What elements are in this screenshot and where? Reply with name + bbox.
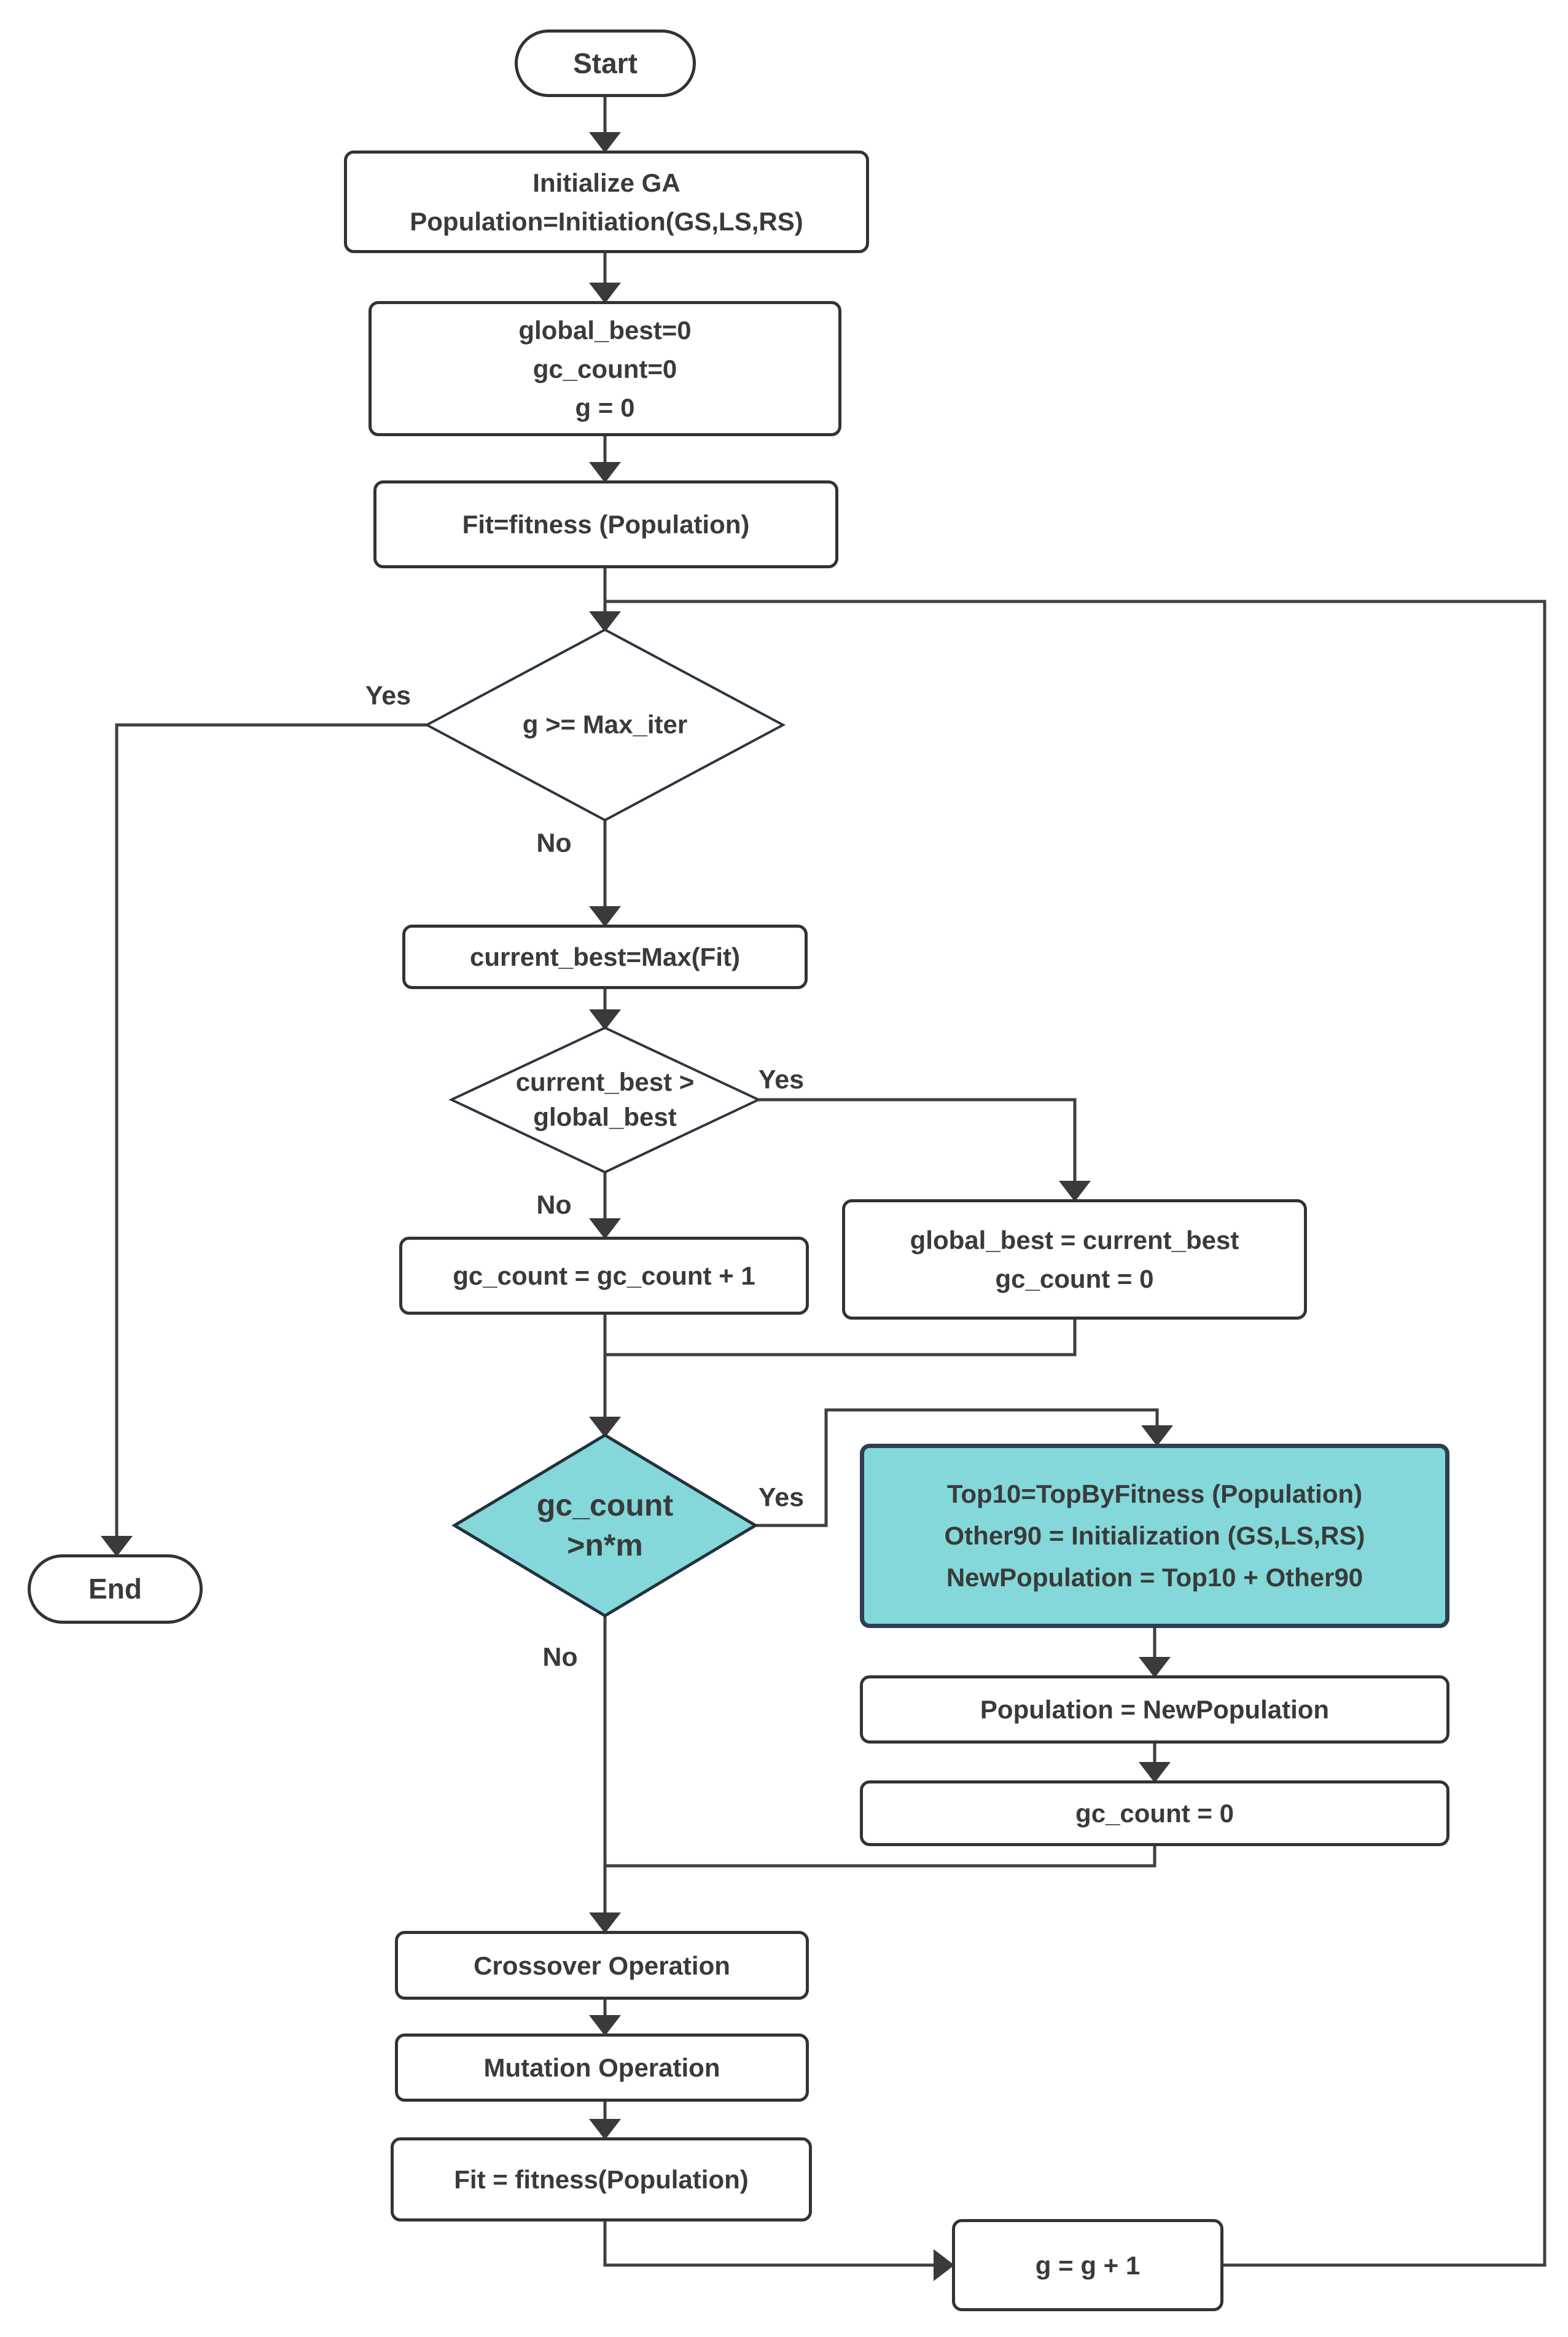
edge-feedback-loop bbox=[605, 600, 1547, 2267]
node-global-best-update: global_best = current_best gc_count = 0 bbox=[842, 1199, 1307, 1320]
edge-gcreset-merge bbox=[605, 1846, 1156, 1868]
decision-max-iter-label: g >= Max_iter bbox=[522, 710, 688, 739]
decision-max-iter-shape bbox=[424, 628, 786, 822]
edge-label-max-iter-no: No bbox=[536, 828, 572, 858]
node-fitness-loop: Fit = fitness(Population) bbox=[391, 2137, 812, 2222]
node-current-best: current_best=Max(Fit) bbox=[402, 925, 808, 989]
edge-label-max-iter-yes: Yes bbox=[365, 681, 412, 711]
node-gc-reset: gc_count = 0 bbox=[860, 1780, 1449, 1846]
node-crossover: Crossover Operation bbox=[395, 1931, 809, 2000]
decision-stagnation-label: gc_count >n*m bbox=[536, 1488, 674, 1562]
node-mutation: Mutation Operation bbox=[395, 2034, 809, 2102]
edge-globalupdate-merge bbox=[605, 1320, 1077, 1356]
node-set-population: Population = NewPopulation bbox=[860, 1675, 1449, 1744]
edge-label-stagnation-no: No bbox=[542, 1642, 578, 1672]
edge-fitness2-to-ginc bbox=[603, 2222, 954, 2281]
edge-bestcheck-yes bbox=[759, 1098, 1091, 1202]
node-g-increment: g = g + 1 bbox=[952, 2219, 1223, 2311]
node-start: Start bbox=[515, 29, 696, 97]
node-end: End bbox=[28, 1554, 203, 1624]
node-fitness-initial: Fit=fitness (Population) bbox=[373, 480, 838, 568]
node-initialize-ga: Initialize GA Population=Initiation(GS,L… bbox=[344, 151, 869, 253]
decision-best-shape bbox=[448, 1026, 762, 1174]
edge-stagnation-yes bbox=[755, 1408, 1173, 1527]
edge-maxiter-yes-to-end bbox=[101, 723, 427, 1557]
decision-stagnation-shape bbox=[451, 1433, 759, 1618]
edge-label-best-yes: Yes bbox=[758, 1065, 805, 1095]
node-gc-increment: gc_count = gc_count + 1 bbox=[399, 1237, 809, 1315]
edge-label-stagnation-yes: Yes bbox=[758, 1482, 805, 1513]
decision-best-label: current_best > global_best bbox=[515, 1067, 695, 1131]
node-restart-population: Top10=TopByFitness (Population) Other90 … bbox=[860, 1444, 1449, 1628]
node-init-variables: global_best=0 gc_count=0 g = 0 bbox=[369, 301, 841, 436]
edge-label-best-no: No bbox=[536, 1190, 572, 1220]
